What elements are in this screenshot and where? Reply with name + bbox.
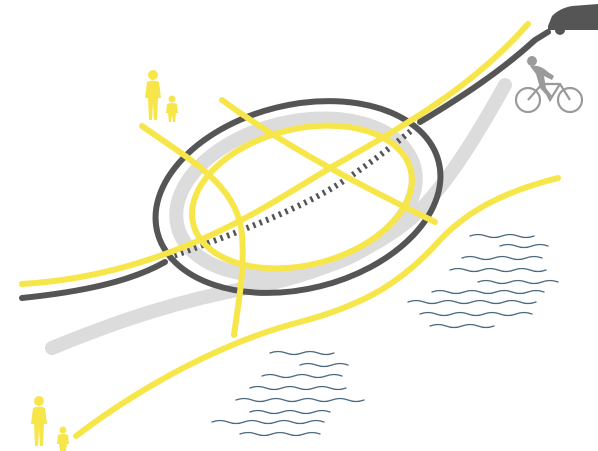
- wave: [236, 399, 364, 402]
- wave: [250, 387, 346, 390]
- wave: [500, 245, 548, 248]
- wave: [250, 411, 330, 414]
- wave: [420, 313, 532, 316]
- wave: [432, 291, 544, 294]
- wave: [462, 257, 542, 260]
- wave: [478, 281, 558, 284]
- pedestrian-with-child-icon: [31, 396, 69, 451]
- path-main-diagonal: [22, 24, 528, 284]
- wave: [408, 301, 536, 304]
- wave: [240, 433, 320, 436]
- wave: [262, 375, 342, 378]
- wave: [470, 235, 534, 238]
- wave: [430, 325, 494, 328]
- car-icon: [548, 4, 598, 35]
- pedestrian-with-child-icon: [145, 70, 178, 122]
- wave: [450, 269, 546, 272]
- wave: [270, 352, 334, 355]
- light-rail-corridor: [52, 85, 505, 348]
- cyclist-icon: [516, 56, 582, 112]
- wave: [300, 364, 348, 367]
- wave: [212, 421, 324, 424]
